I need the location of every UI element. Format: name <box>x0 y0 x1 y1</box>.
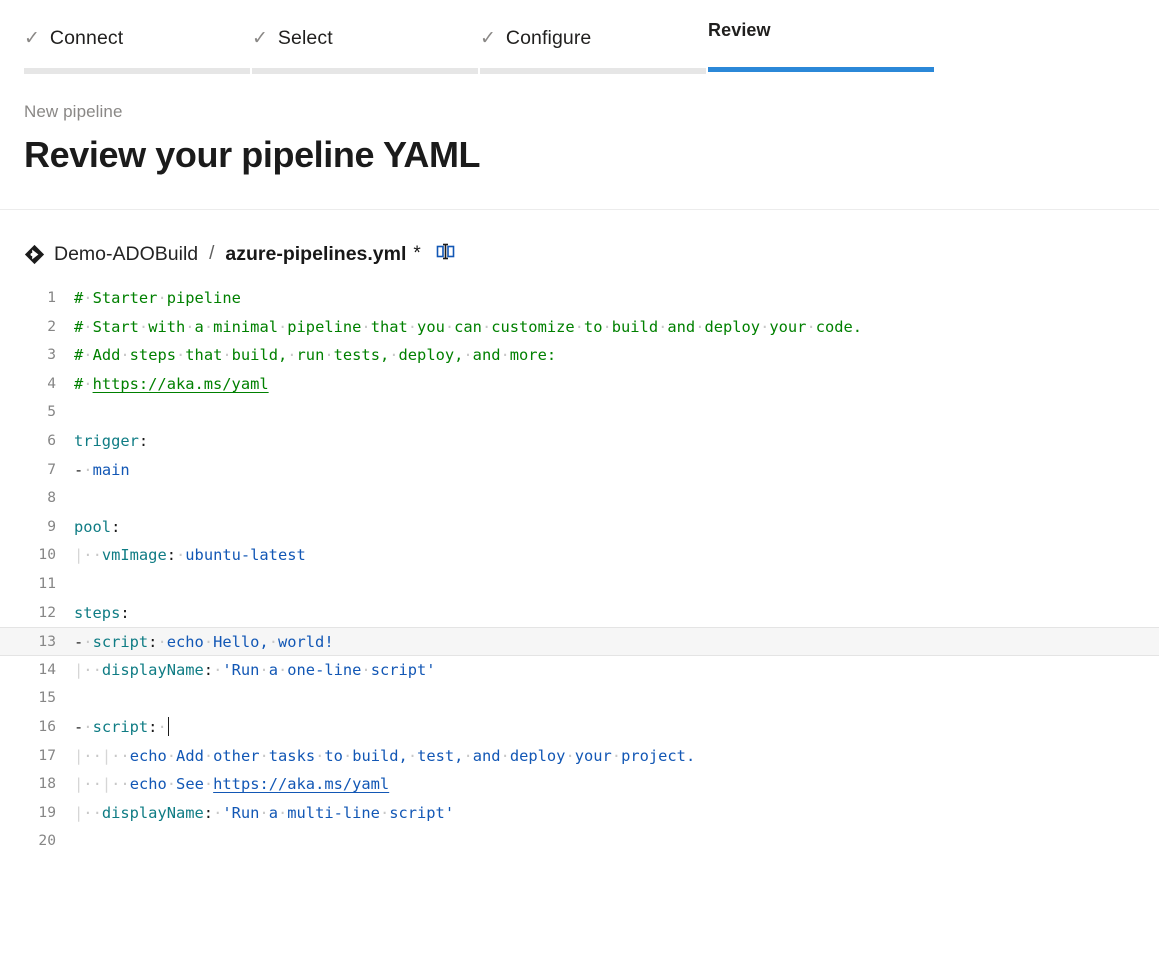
line-number: 18 <box>38 775 56 793</box>
line-number: 4 <box>47 374 56 392</box>
line-content[interactable]: |··displayName:·'Run·a·one-line·script' <box>74 660 436 679</box>
line-content[interactable]: |··|··echo·Add·other·tasks·to·build,·tes… <box>74 746 696 765</box>
check-icon: ✓ <box>480 27 496 49</box>
wizard-step-select-label: Select <box>277 26 333 49</box>
code-line[interactable]: 10 |··vmImage:·ubuntu-latest <box>0 541 1159 570</box>
code-line[interactable]: 8 <box>0 484 1159 513</box>
code-line[interactable]: 3 #·Add·steps·that·build,·run·tests,·dep… <box>0 341 1159 370</box>
line-number: 10 <box>38 546 56 564</box>
wizard-step-review-bar <box>708 67 934 72</box>
yaml-docs-link[interactable]: https://aka.ms/yaml <box>213 775 390 794</box>
azure-repos-icon <box>24 244 45 265</box>
line-content[interactable]: -·main <box>74 460 130 479</box>
code-line[interactable]: 7 -·main <box>0 456 1159 485</box>
wizard-step-connect-label: Connect <box>49 26 124 49</box>
wizard-step-configure[interactable]: ✓ Configure <box>480 18 706 74</box>
line-content[interactable]: #·Add·steps·that·build,·run·tests,·deplo… <box>74 346 557 365</box>
wizard-step-configure-label: Configure <box>505 26 592 49</box>
compare-split-icon[interactable] <box>436 242 455 266</box>
code-line[interactable]: 19 |··displayName:·'Run·a·multi-line·scr… <box>0 799 1159 828</box>
code-line[interactable]: 11 <box>0 570 1159 599</box>
header-divider <box>0 209 1159 210</box>
line-number: 16 <box>38 717 56 735</box>
pipeline-wizard-steps: ✓ Connect ✓ Select ✓ Configure Review <box>0 18 1159 74</box>
line-content[interactable]: |··vmImage:·ubuntu-latest <box>74 546 306 565</box>
code-line[interactable]: 17 |··|··echo·Add·other·tasks·to·build,·… <box>0 742 1159 771</box>
line-number: 1 <box>47 289 56 306</box>
line-number: 11 <box>38 574 56 592</box>
yaml-docs-link[interactable]: https://aka.ms/yaml <box>92 374 269 393</box>
wizard-step-review-label: Review <box>708 20 771 40</box>
code-line[interactable]: 9 pool: <box>0 513 1159 542</box>
check-icon: ✓ <box>252 27 268 49</box>
wizard-step-configure-head: ✓ Configure <box>480 18 706 58</box>
wizard-step-connect-bar <box>24 68 250 74</box>
code-line[interactable]: 12 steps: <box>0 599 1159 628</box>
line-number: 13 <box>38 633 56 651</box>
code-line[interactable]: 15 <box>0 684 1159 713</box>
code-line[interactable]: 5 <box>0 398 1159 427</box>
line-number: 19 <box>38 803 56 821</box>
line-content[interactable]: trigger: <box>74 431 149 450</box>
line-content[interactable] <box>74 484 1159 513</box>
page-header: New pipeline Review your pipeline YAML <box>0 74 1159 176</box>
code-line[interactable]: 16 -·script:· <box>0 713 1159 742</box>
line-content[interactable] <box>74 827 1159 856</box>
wizard-step-connect-head: ✓ Connect <box>24 18 250 58</box>
wizard-step-select[interactable]: ✓ Select <box>252 18 478 74</box>
line-number: 3 <box>47 346 56 364</box>
code-line[interactable]: 2 #·Start·with·a·minimal·pipeline·that·y… <box>0 313 1159 342</box>
code-line[interactable]: 1 #·Starter·pipeline <box>0 284 1159 313</box>
line-content[interactable]: #·https://aka.ms/yaml <box>74 374 269 393</box>
line-content[interactable]: |··|··echo·See·https://aka.ms/yaml <box>74 775 390 794</box>
line-number: 9 <box>47 517 56 535</box>
code-line[interactable]: 14 |··displayName:·'Run·a·one-line·scrip… <box>0 656 1159 685</box>
text-cursor <box>167 716 169 736</box>
line-number: 7 <box>47 460 56 478</box>
wizard-step-configure-bar <box>480 68 706 74</box>
file-breadcrumb-bar: Demo-ADOBuild / azure-pipelines.yml * <box>0 240 1159 268</box>
check-icon: ✓ <box>24 27 40 49</box>
repo-name[interactable]: Demo-ADOBuild <box>54 242 199 265</box>
code-line[interactable]: 20 <box>0 827 1159 856</box>
line-content[interactable] <box>74 570 1159 599</box>
unsaved-changes-marker: * <box>413 243 421 264</box>
line-number: 15 <box>38 689 56 707</box>
line-content[interactable]: pool: <box>74 517 121 536</box>
code-line-current[interactable]: 13 -·script:·echo·Hello,·world! <box>0 627 1159 656</box>
wizard-step-connect[interactable]: ✓ Connect <box>24 18 250 74</box>
code-line[interactable]: 6 trigger: <box>0 427 1159 456</box>
line-number: 17 <box>38 746 56 764</box>
file-name: azure-pipelines.yml <box>225 242 407 265</box>
wizard-step-select-head: ✓ Select <box>252 18 478 58</box>
wizard-step-review-head: Review <box>708 18 934 56</box>
wizard-step-select-bar <box>252 68 478 74</box>
page-title: Review your pipeline YAML <box>24 134 481 175</box>
breadcrumb: New pipeline <box>24 102 123 121</box>
line-number: 2 <box>47 317 56 335</box>
line-number: 12 <box>38 603 56 621</box>
line-content[interactable]: #·Starter·pipeline <box>74 289 241 307</box>
wizard-step-review[interactable]: Review <box>708 18 934 72</box>
line-content[interactable] <box>74 684 1159 713</box>
yaml-editor[interactable]: 1 #·Starter·pipeline 2 #·Start·with·a·mi… <box>0 284 1159 856</box>
line-content[interactable]: #·Start·with·a·minimal·pipeline·that·you… <box>74 317 863 336</box>
line-number: 8 <box>47 489 56 507</box>
line-content[interactable]: -·script:· <box>74 716 169 736</box>
line-content[interactable]: steps: <box>74 603 130 622</box>
line-number: 5 <box>47 403 56 421</box>
path-separator: / <box>209 243 215 264</box>
line-number: 20 <box>38 832 56 850</box>
code-line[interactable]: 4 #·https://aka.ms/yaml <box>0 370 1159 399</box>
line-content[interactable]: -·script:·echo·Hello,·world! <box>74 633 334 652</box>
line-content[interactable] <box>74 398 1159 427</box>
line-number: 6 <box>47 431 56 449</box>
line-number: 14 <box>38 660 56 678</box>
line-content[interactable]: |··displayName:·'Run·a·multi-line·script… <box>74 803 455 822</box>
code-line[interactable]: 18 |··|··echo·See·https://aka.ms/yaml <box>0 770 1159 799</box>
